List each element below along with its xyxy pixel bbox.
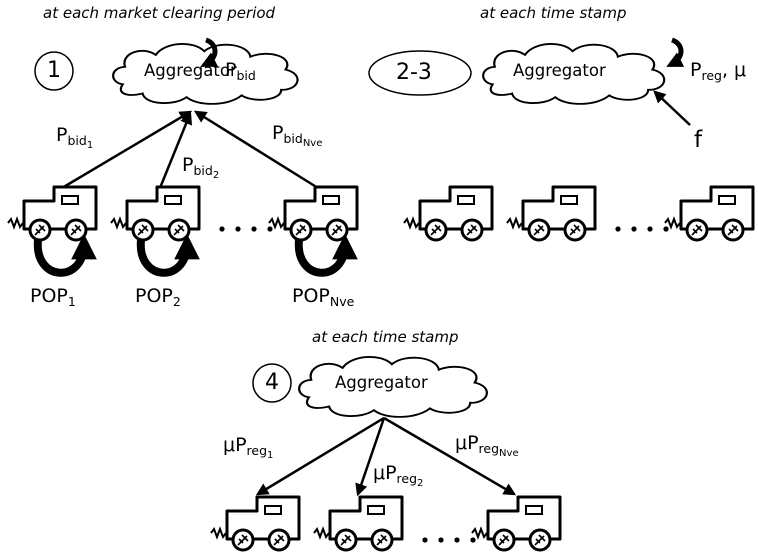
ev-car-icon (312, 495, 404, 552)
step-4-label: 4 (265, 370, 279, 395)
step-4-circle (252, 363, 292, 403)
step-2-3-label: 2-3 (396, 60, 432, 85)
aggregator-label: Aggregator (144, 61, 237, 80)
aggregator-label: Aggregator (513, 61, 606, 80)
panel-2-3-caption: at each time stamp (480, 4, 627, 22)
arrow-vehicle-1 (61, 110, 193, 190)
step-1-circle (34, 51, 74, 91)
ev-car-icon (470, 495, 562, 552)
panel-4 (209, 355, 562, 552)
p-reg-mu-label: Preg, μ (690, 59, 747, 83)
panel-1 (6, 37, 359, 277)
ev-car-icon (6, 185, 98, 242)
mu-p-reg-nve-label: μPregNve (455, 432, 519, 459)
panel-4-caption: at each time stamp (312, 328, 459, 346)
pop-nve-loop-arrow (294, 233, 358, 277)
step-2-3-ellipse (368, 50, 472, 96)
p-bid-1-label: Pbid1 (56, 124, 94, 151)
frequency-label: f (694, 127, 703, 153)
ellipsis-dots (422, 537, 476, 543)
step-1-label: 1 (47, 58, 61, 83)
arrow-vehicle-nve (193, 110, 319, 190)
p-bid-label: Pbid (225, 59, 256, 83)
mu-p-reg-2-label: μPreg2 (373, 462, 424, 489)
p-bid-nve-label: PbidNve (272, 122, 323, 149)
arrow-vehicle-2 (158, 111, 193, 189)
panel-2-3 (368, 37, 755, 242)
ev-car-icon (402, 185, 494, 242)
ev-car-icon (209, 495, 301, 552)
ellipsis-dots (615, 226, 669, 232)
p-bid-loop-arrow (200, 37, 219, 67)
ev-car-icon (663, 185, 755, 242)
ev-car-icon (267, 185, 359, 242)
ev-car-icon (505, 185, 597, 242)
arrow-to-vehicle-nve (383, 416, 517, 496)
frequency-arrow (653, 90, 691, 126)
pop-nve-label: POPNve (292, 285, 355, 309)
p-bid-2-label: Pbid2 (182, 154, 220, 181)
mu-p-reg-1-label: μPreg1 (223, 434, 274, 461)
pop-1-label: POP1 (30, 285, 76, 309)
panel-1-caption: at each market clearing period (43, 4, 276, 22)
aggregator-label: Aggregator (335, 373, 428, 392)
ev-car-icon (109, 185, 201, 242)
pop-1-loop-arrow (33, 233, 97, 277)
pop-2-label: POP2 (135, 285, 181, 309)
ellipsis-dots (219, 226, 273, 232)
arrow-to-vehicle-2 (355, 417, 386, 497)
arrow-to-vehicle-1 (255, 416, 385, 496)
pop-2-loop-arrow (136, 233, 200, 277)
p-reg-loop-arrow (666, 37, 685, 67)
